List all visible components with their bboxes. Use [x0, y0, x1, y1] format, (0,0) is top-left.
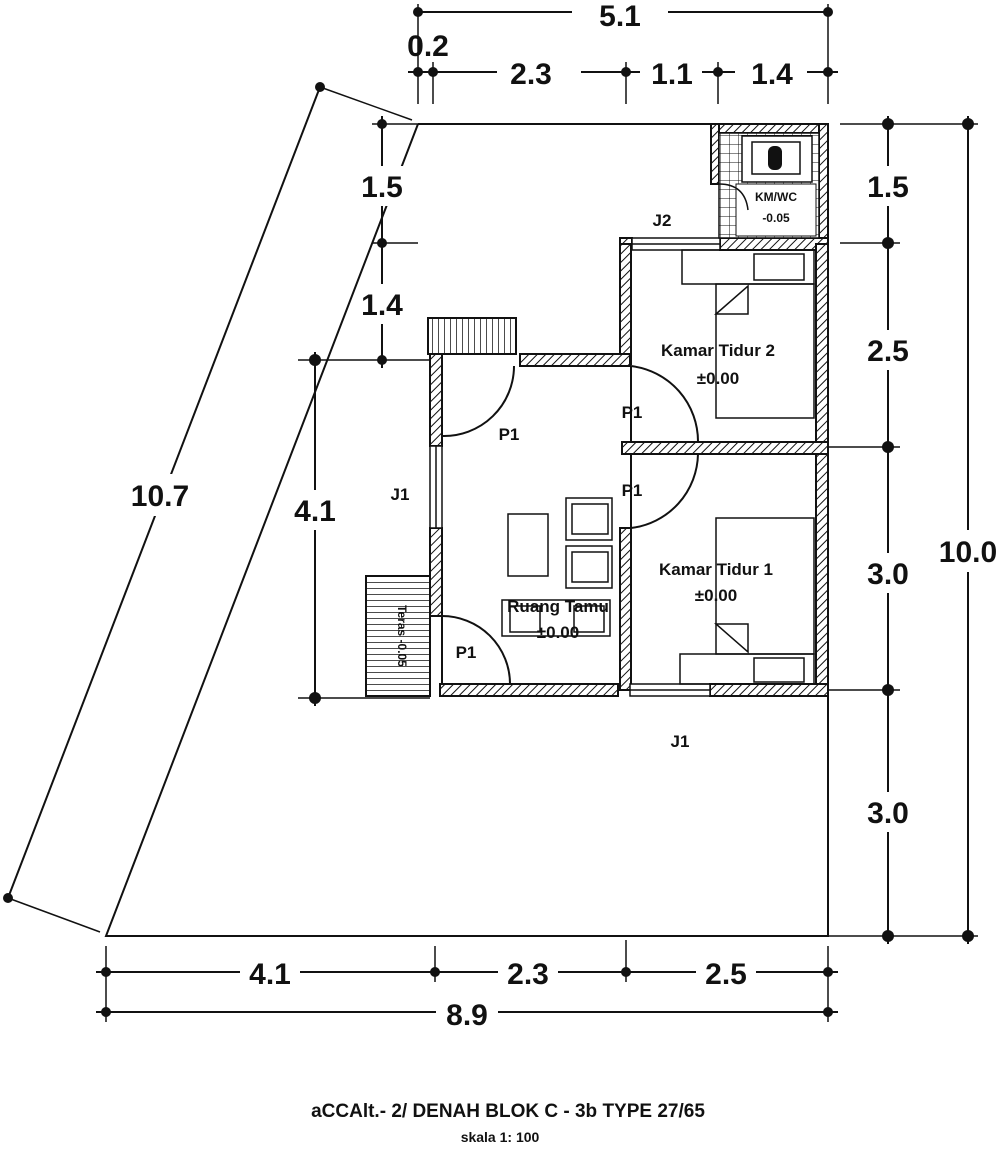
house-walls — [429, 123, 829, 697]
dimension-top-1-1: 1.1 — [651, 58, 693, 91]
bottom-dimension-lines — [96, 940, 838, 1030]
drawing-scale: skala 1: 100 — [461, 1129, 540, 1145]
room-label-bedroom-1: Kamar Tidur 1 — [659, 560, 773, 579]
terrace — [365, 575, 431, 697]
dimension-top-total: 5.1 — [599, 0, 641, 33]
room-label-terrace: Teras -0.05 — [395, 605, 409, 667]
dimension-right-total: 10.0 — [939, 536, 997, 569]
dimension-bottom-total: 8.9 — [446, 999, 488, 1032]
room-label-bathroom: KM/WC — [755, 190, 797, 204]
living-furniture — [501, 497, 613, 637]
dimension-left-1-5: 1.5 — [361, 171, 403, 204]
dimension-left-4-1: 4.1 — [294, 495, 336, 528]
room-level-bedroom-1: ±0.00 — [695, 586, 737, 605]
door-swings — [441, 365, 700, 685]
bed-bedroom-2 — [681, 249, 815, 419]
drawing-title: aCCAlt.- 2/ DENAH BLOK C - 3b TYPE 27/65 — [311, 1101, 705, 1122]
dimension-right-3-0-lower: 3.0 — [867, 797, 909, 830]
dimension-right-2-5: 2.5 — [867, 335, 909, 368]
dimension-right-1-5: 1.5 — [867, 171, 909, 204]
room-label-living: Ruang Tamu — [507, 597, 609, 616]
dimension-top-2-3: 2.3 — [510, 58, 552, 91]
label-door-front: P1 — [456, 643, 477, 662]
label-j1-left: J1 — [391, 485, 410, 504]
label-j1-bottom: J1 — [671, 732, 690, 751]
room-label-bedroom-2: Kamar Tidur 2 — [661, 341, 775, 360]
dimension-diagonal: 10.7 — [131, 480, 189, 513]
room-level-bedroom-2: ±0.00 — [697, 369, 739, 388]
dimension-left-1-4: 1.4 — [361, 289, 403, 322]
top-dimension-lines — [408, 0, 838, 104]
window-j2 — [631, 237, 721, 251]
room-level-bathroom: -0.05 — [762, 211, 790, 225]
label-j2: J2 — [653, 211, 672, 230]
window-left — [429, 445, 443, 529]
diagonal-dimension-line — [3, 82, 413, 933]
left-dimension-lines — [291, 116, 430, 706]
dimension-right-3-0-upper: 3.0 — [867, 558, 909, 591]
entry-step-top — [427, 317, 517, 355]
label-door-bedroom-1: P1 — [622, 481, 643, 500]
label-door-left: P1 — [499, 425, 520, 444]
label-door-bedroom-2: P1 — [622, 403, 643, 422]
dimension-bottom-2-3: 2.3 — [507, 958, 549, 991]
window-bottom — [629, 683, 711, 697]
dimension-top-1-4: 1.4 — [751, 58, 793, 91]
dimension-bottom-4-1: 4.1 — [249, 958, 291, 991]
room-level-living: ±0.00 — [537, 623, 579, 642]
dimension-bottom-2-5: 2.5 — [705, 958, 747, 991]
dimension-top-0-2: 0.2 — [407, 30, 449, 63]
bed-bedroom-1 — [679, 517, 815, 685]
right-dimension-lines — [828, 116, 1000, 944]
bathroom — [718, 132, 820, 239]
